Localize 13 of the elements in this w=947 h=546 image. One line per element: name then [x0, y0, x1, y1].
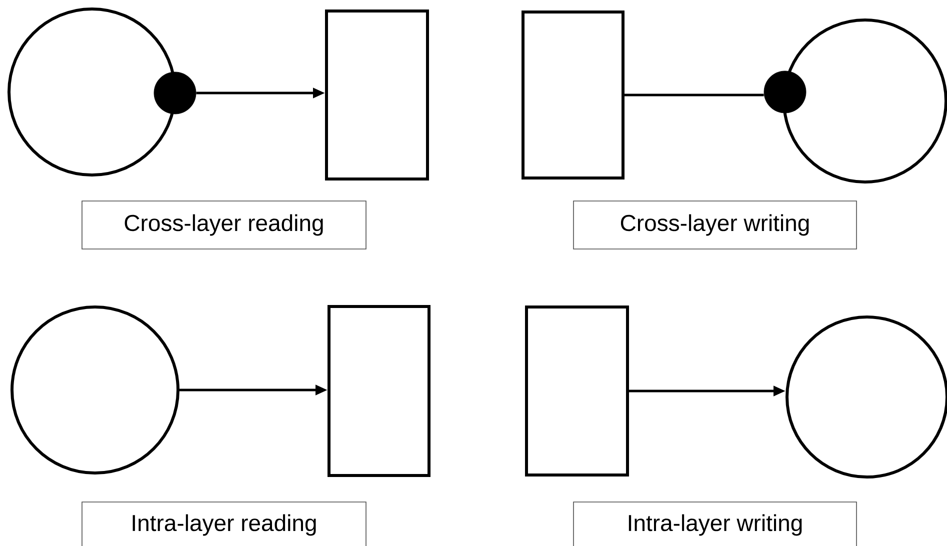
circle	[10, 306, 180, 474]
connector-line	[624, 94, 764, 96]
caption-box: Cross-layer writing	[573, 200, 857, 250]
filled-dot	[764, 70, 806, 114]
filled-dot	[154, 72, 196, 114]
rectangle-box	[522, 10, 624, 180]
caption-box: Intra-layer reading	[82, 502, 366, 546]
caption-box: Cross-layer reading	[82, 200, 366, 250]
caption-box: Intra-layer writing	[573, 502, 857, 546]
rectangle-box	[525, 306, 629, 476]
circle	[8, 8, 176, 176]
rectangle-box	[328, 305, 430, 477]
rectangle-box	[325, 10, 429, 180]
